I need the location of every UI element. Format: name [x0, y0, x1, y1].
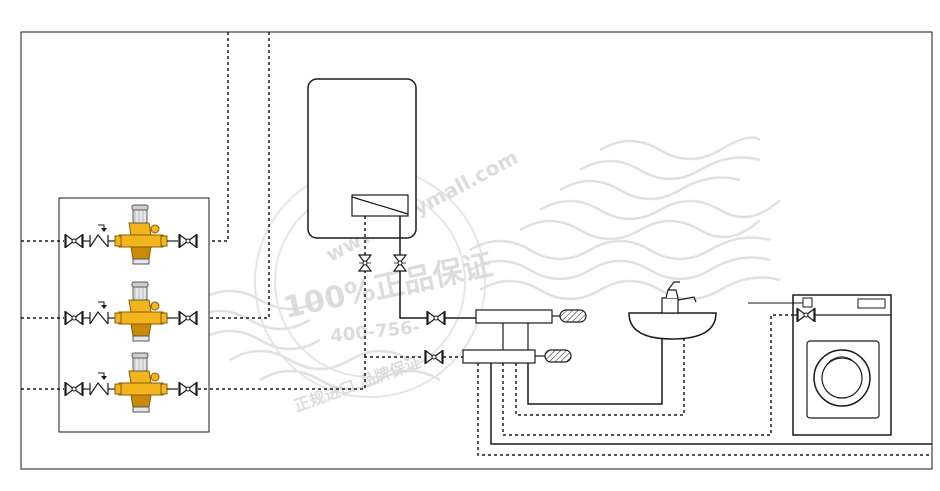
washer-tap — [748, 297, 816, 323]
watermark-phone: 400-756- — [329, 317, 421, 347]
regulator-row-1 — [64, 204, 198, 265]
water-heater — [307, 78, 417, 239]
heater-hot-outlet — [399, 216, 476, 319]
watermark-bottom-text: 正规进口 品牌保证 — [291, 352, 423, 416]
inlet-lines — [21, 240, 64, 390]
hot-inlet-valve-icon — [426, 310, 446, 326]
regulator-row-2 — [64, 281, 198, 342]
washbasin — [628, 281, 717, 340]
watermark-guarantee: 100%正品保证 — [280, 247, 495, 325]
cold-manifold — [462, 349, 572, 364]
row3-outlet-line — [198, 356, 422, 390]
manifold-risers — [502, 323, 529, 350]
hot-manifold — [475, 309, 587, 324]
heater-cold-valve-icon — [358, 254, 372, 272]
regulator-row-3 — [64, 352, 198, 413]
cold-line-to-washer — [502, 314, 800, 436]
heater-hot-valve-icon — [393, 254, 407, 272]
hot-line-out — [490, 363, 932, 445]
washing-machine — [792, 294, 892, 436]
cold-line-out — [477, 363, 932, 456]
cold-line-to-sink — [515, 339, 685, 416]
diagram-frame — [20, 31, 933, 470]
hot-line-to-sink — [527, 339, 663, 405]
supply-lines-top — [200, 32, 270, 319]
